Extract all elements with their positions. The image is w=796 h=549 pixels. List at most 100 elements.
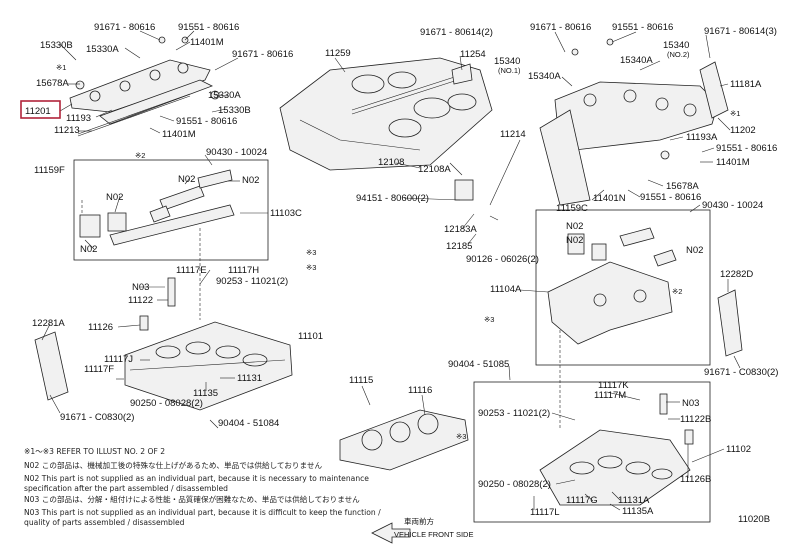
callout-12281a: 12281A (32, 318, 65, 329)
vehicle-front-label: VEHICLE FRONT SIDE (394, 530, 473, 539)
marker-x1-a: ※1 (56, 63, 66, 72)
callout-11126: 11126 (88, 322, 113, 333)
note-line-2: N02 この部品は、機械加工後の特殊な仕上げがあるため、単品では供給しておりませ… (24, 460, 322, 470)
box-11102 (473, 381, 711, 523)
callout-11104a: 11104A (490, 284, 522, 295)
marker-x2-b: ※2 (672, 287, 682, 296)
callout-11115: 11115 (349, 375, 373, 386)
note-line-6: N03 This part is not supplied as an indi… (24, 508, 381, 517)
box-11103c (73, 159, 269, 261)
callout-n02-d: N02 (80, 244, 97, 255)
callout-91551-80616-d: 91551 - 80616 (716, 143, 777, 154)
gasket-drawing (339, 409, 469, 471)
callout-91671-c0830: 91671 - C0830(2) (60, 412, 134, 423)
callout-15340a-b: 15340A (620, 55, 653, 66)
note-line-5: N03 この部品は、分解・組付けによる性能・品質確保が困難なため、単品では供給し… (24, 494, 360, 504)
marker-x3-b: ※3 (306, 263, 316, 272)
cylinder-head-left-drawing (124, 321, 293, 411)
callout-90430-10024: 90430 - 10024 (206, 147, 267, 158)
callout-11117m: 11117M (594, 390, 626, 401)
callout-15330b-b: 15330B (218, 105, 251, 116)
notes-block: ※1～※3 REFER TO ILLUST NO. 2 OF 2 N02 この部… (24, 447, 381, 527)
vehicle-front-arrow-icon (371, 522, 411, 544)
callout-11117e: 11117E (176, 265, 207, 276)
callout-15340-no1: 15340 (494, 56, 520, 67)
callout-11135: 11135 (193, 388, 218, 399)
callout-91551-80616-c: 91551 - 80616 (612, 22, 673, 33)
callout-90253-11021-b: 90253 - 11021(2) (478, 408, 550, 419)
callout-11259: 11259 (325, 48, 351, 59)
box-11104a (535, 209, 711, 366)
callout-11122: 11122 (128, 295, 153, 306)
marker-x2-a: ※2 (135, 151, 145, 160)
callout-11401n: 11401N (593, 193, 626, 204)
note-line-3: N02 This part is not supplied as an indi… (24, 474, 369, 483)
callout-12282d: 12282D (720, 269, 753, 280)
callout-90404-51084: 90404 - 51084 (218, 418, 279, 429)
callout-12108: 12108 (378, 157, 404, 168)
engine-cover-drawing (279, 57, 493, 171)
callout-n02-a: N02 (242, 175, 259, 186)
marker-x3-d: ※3 (484, 315, 494, 324)
callout-11103c: 11103C (270, 208, 302, 219)
callout-11193a: 11193A (686, 132, 718, 143)
callout-90126-06026: 90126 - 06026(2) (466, 254, 539, 265)
callout-11117j: 11117J (104, 354, 133, 365)
callout-11214: 11214 (500, 129, 526, 140)
callout-11117h: 11117H (228, 265, 259, 276)
callout-15340a: 15340A (528, 71, 561, 82)
callout-11117f: 11117F (84, 364, 114, 375)
callout-15330a-b: 15330A (208, 90, 241, 101)
callout-15340-no2-note: (NO.2) (667, 50, 690, 59)
callout-91551-80616-b: 91551 - 80616 (176, 116, 237, 127)
callout-15340-no2: 15340 (663, 40, 689, 51)
callout-n03-a: N03 (132, 282, 149, 293)
marker-x1-b: ※1 (730, 109, 740, 118)
marker-x3-c: ※3 (456, 432, 466, 441)
callout-n02-b: N02 (178, 174, 195, 185)
callout-n02-f: N02 (566, 235, 583, 246)
vehicle-front-jp: 車両前方 (404, 516, 434, 526)
callout-11117l: 11117L (530, 507, 560, 518)
left-camshaft-drawing (69, 36, 220, 137)
callout-11116: 11116 (408, 385, 432, 396)
callout-15678a-b: 15678A (666, 181, 699, 192)
callout-91671-80616: 91671 - 80616 (94, 22, 155, 33)
callout-15678a: 15678A (36, 78, 69, 89)
callout-12108a: 12108A (418, 164, 451, 175)
callout-11131: 11131 (237, 373, 262, 384)
callout-15330a: 15330A (86, 44, 119, 55)
leader-lines (41, 30, 741, 511)
callout-91671-80616-c: 91671 - 80616 (530, 22, 591, 33)
callout-11202: 11202 (730, 125, 756, 136)
callout-11401m: 11401M (190, 37, 224, 48)
callout-91671-80614-3: 91671 - 80614(3) (704, 26, 777, 37)
callout-90250-08028: 90250 - 08028(2) (130, 398, 203, 409)
callout-11213: 11213 (54, 125, 80, 136)
callout-n02-c: N02 (106, 192, 123, 203)
callout-91671-80616-b: 91671 - 80616 (232, 49, 293, 60)
callout-11117l-top: 11117G (566, 495, 598, 506)
brackets-drawing (34, 63, 743, 445)
rocker-set-left-drawing (79, 169, 235, 246)
callout-11135a: 11135A (622, 506, 654, 517)
callout-91551-80616: 91551 - 80616 (178, 22, 239, 33)
callout-labels: 91671 - 80616 91551 - 80616 15330B 15330… (20, 22, 778, 518)
callout-11102: 11102 (726, 444, 751, 455)
note-line-1: ※1～※3 REFER TO ILLUST NO. 2 OF 2 (24, 447, 165, 456)
marker-x3-a: ※3 (306, 248, 316, 257)
callout-91671-c0830-b: 91671 - C0830(2) (704, 367, 778, 378)
callout-n02-g: N02 (686, 245, 703, 256)
callout-11131a: 11131A (618, 495, 650, 506)
callout-n03-b: N03 (682, 398, 699, 409)
callout-12185: 12185 (446, 241, 472, 252)
callout-11401m-c: 11401M (716, 157, 750, 168)
rocker-set-right-drawing (547, 227, 677, 345)
callout-91551-80616-e: 91551 - 80616 (640, 192, 701, 203)
callout-11101: 11101 (298, 331, 323, 342)
figure-id: 11020B (738, 514, 770, 525)
callout-11117k: 11117K (598, 380, 629, 391)
callout-15330b: 15330B (40, 40, 73, 51)
callout-90430-10024-b: 90430 - 10024 (702, 200, 763, 211)
